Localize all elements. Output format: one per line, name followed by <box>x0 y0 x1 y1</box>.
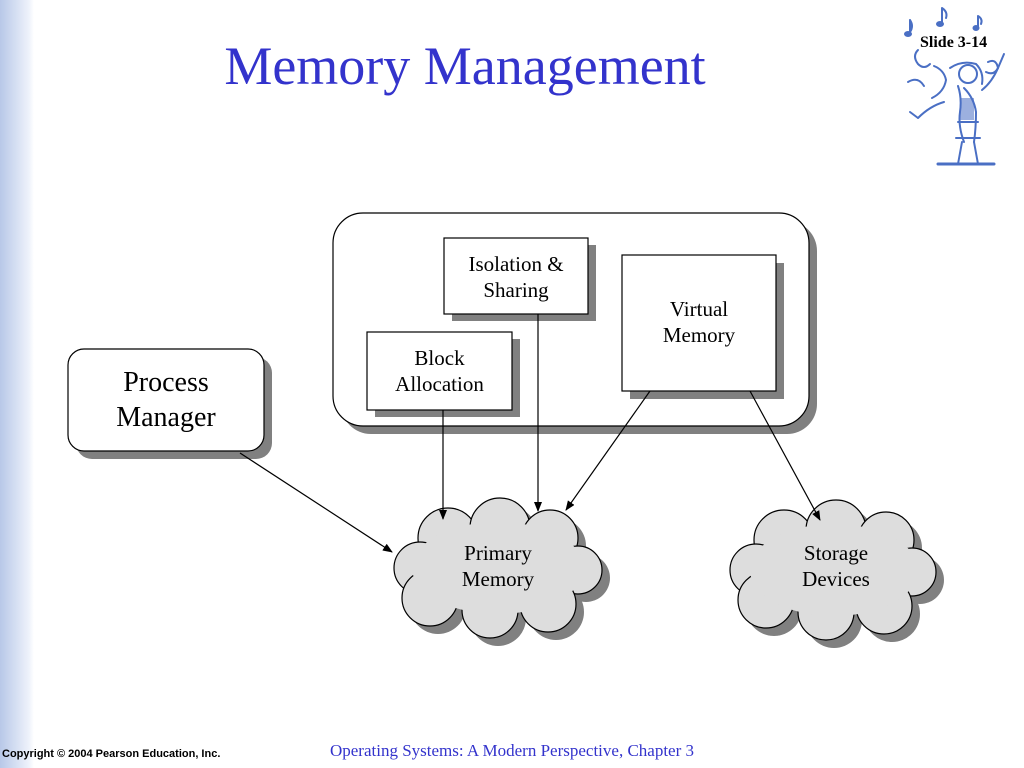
storage-devices-label: Storage Devices <box>802 540 870 591</box>
block-allocation-label: Block Allocation <box>395 345 484 396</box>
process-manager-box <box>67 348 272 459</box>
arrow-virtual-to-primary <box>565 390 651 511</box>
slide-number: Slide 3-14 <box>920 34 988 51</box>
isolation-sharing-label: Isolation & Sharing <box>468 251 564 302</box>
copyright-footer: Copyright © 2004 Pearson Education, Inc. <box>2 748 221 760</box>
arrow-process-to-primary <box>239 452 393 553</box>
primary-memory-cloud <box>393 497 610 646</box>
arrow-virtual-to-storage <box>749 390 821 521</box>
music-conductor-icon <box>904 7 1005 166</box>
primary-memory-label: Primary Memory <box>461 540 535 591</box>
book-title-footer: Operating Systems: A Modern Perspective,… <box>329 741 695 760</box>
virtual-memory-label: Virtual Memory <box>662 296 736 347</box>
process-manager-label: Process Manager <box>116 367 216 433</box>
block-allocation-box <box>366 331 520 417</box>
slide-title: Memory Management <box>224 36 706 96</box>
storage-devices-cloud <box>729 499 944 648</box>
isolation-sharing-box <box>443 237 596 321</box>
side-gradient-bar <box>0 0 34 768</box>
virtual-memory-box <box>621 254 784 399</box>
